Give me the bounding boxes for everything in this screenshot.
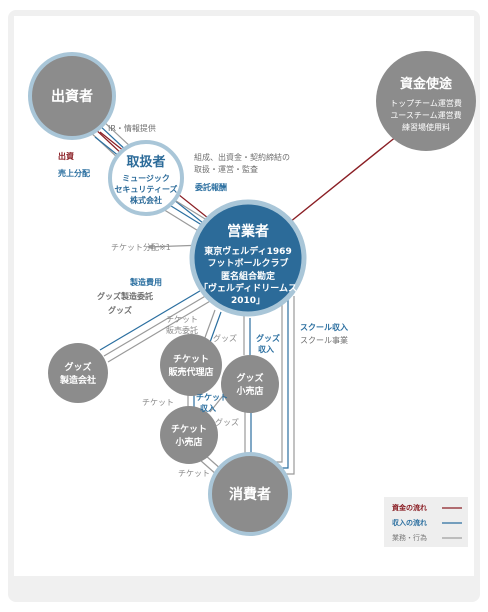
goods-maker-title1: グッズ xyxy=(64,361,91,373)
operator-sub3: 匿名組合勘定 xyxy=(221,270,276,282)
goods-shop-node: グッズ 小売店 xyxy=(221,355,279,413)
label-ticket-dist: チケット分配※1 xyxy=(111,243,171,252)
goods-maker-title2: 製造会社 xyxy=(59,374,96,386)
ticket-shop-node: チケット 小売店 xyxy=(160,406,218,464)
label-ticket-consign1: チケット xyxy=(166,315,198,324)
funds-sub3: 練習場使用料 xyxy=(402,122,450,132)
legend-fund-label: 資金の流れ xyxy=(392,503,427,512)
ticket-agency-node: チケット 販売代理店 xyxy=(160,334,222,396)
operator-sub1: 東京ヴェルディ1969 xyxy=(204,245,291,257)
label-mfg-cost: 製造費用 xyxy=(129,277,162,287)
label-ticket: チケット xyxy=(142,398,174,407)
handler-sub1: ミュージック xyxy=(122,173,170,183)
handler-sub3: 株式会社 xyxy=(130,195,162,205)
label-school-biz: スクール事業 xyxy=(300,335,348,345)
label-goods: グッズ xyxy=(108,305,132,315)
goods-shop-title1: グッズ xyxy=(236,372,263,384)
handler-sub2: セキュリティーズ xyxy=(114,184,177,194)
consumer-node: 消費者 xyxy=(208,452,292,536)
label-contract1: 組成、出資金・契約締結の xyxy=(194,152,290,162)
operator-node: 営業者 東京ヴェルディ1969 フットボールクラブ 匿名組合勘定 「ヴェルディド… xyxy=(189,199,307,317)
operator-sub5: 2010」 xyxy=(231,296,265,306)
funds-sub2: ユースチーム運営費 xyxy=(390,110,461,120)
ticket-agency-title1: チケット xyxy=(173,354,209,365)
label-ir: IR・情報提供 xyxy=(108,123,156,133)
ticket-agency-title2: 販売代理店 xyxy=(168,366,213,378)
label-goods3: グッズ xyxy=(215,417,239,427)
operator-sub2: フットボールクラブ xyxy=(207,257,288,269)
legend: 資金の流れ 収入の流れ 業務・行為 xyxy=(384,497,468,547)
goods-maker-node: グッズ 製造会社 xyxy=(48,343,108,403)
label-goods-income1: グッズ xyxy=(256,333,280,343)
funds-node: 資金使途 トップチーム運営費 ユースチーム運営費 練習場使用料 xyxy=(376,51,476,151)
operator-title: 営業者 xyxy=(227,223,269,240)
label-ticket-income1: チケット xyxy=(196,393,228,402)
investor-node: 出資者 xyxy=(28,52,116,140)
label-ticket2: チケット xyxy=(178,469,210,478)
goods-shop-title2: 小売店 xyxy=(235,385,263,397)
label-ticket-consign2: 販売委託 xyxy=(166,325,198,335)
legend-business-label: 業務・行為 xyxy=(392,533,427,542)
operator-goodsshop-lines xyxy=(243,316,251,355)
consumer-title: 消費者 xyxy=(229,486,271,503)
label-fee: 委託報酬 xyxy=(194,182,227,192)
operator-sub4: 「ヴェルディドリームス xyxy=(199,282,297,294)
label-invest: 出資 xyxy=(58,151,74,161)
ticket-shop-title2: 小売店 xyxy=(174,436,202,448)
label-school-income: スクール収入 xyxy=(300,322,348,332)
fund-use-line xyxy=(289,131,403,223)
label-goods-income2: 収入 xyxy=(258,344,274,354)
label-ticket-income2: 収入 xyxy=(200,403,216,413)
label-contract2: 取扱・運営・監査 xyxy=(194,164,258,174)
handler-node: 取扱者 ミュージック セキュリティーズ 株式会社 xyxy=(108,140,184,216)
funds-title: 資金使途 xyxy=(400,76,453,92)
ticket-shop-title1: チケット xyxy=(171,424,207,435)
label-goods-mfg: グッズ製造委託 xyxy=(97,291,153,301)
goods-maker-lines xyxy=(99,281,223,363)
funds-sub1: トップチーム運営費 xyxy=(390,98,462,108)
label-goods2: グッズ xyxy=(213,333,237,343)
label-sales-dist: 売上分配 xyxy=(58,168,90,178)
legend-income-label: 収入の流れ xyxy=(392,518,427,527)
handler-title: 取扱者 xyxy=(126,154,165,170)
investor-title: 出資者 xyxy=(51,88,93,105)
goodsshop-consumer-lines xyxy=(244,412,252,455)
